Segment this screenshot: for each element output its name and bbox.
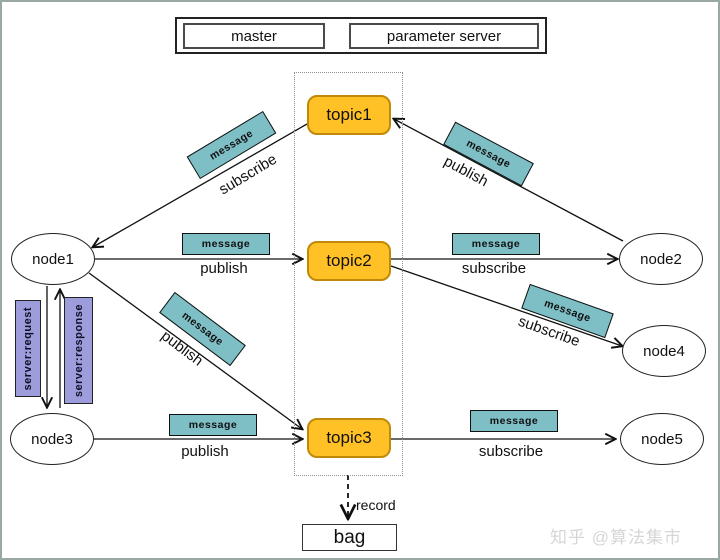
arrow-topic1-to-node1 [93,123,308,247]
topic3-box: topic3 [307,418,391,458]
message-label: message [489,415,539,427]
server-request-box: server:request [15,300,41,397]
message-box-node3-topic3: message [169,414,257,436]
node1-ellipse: node1 [11,233,95,285]
action-node3-topic3: publish [181,443,229,460]
server-response-label: server:response [72,303,85,398]
message-label: message [471,238,521,250]
arrow-node2-to-topic1 [394,119,624,242]
record-label: record [356,497,396,513]
message-box-node1-topic2: message [182,233,270,255]
watermark: 知乎 @算法集市 [550,528,682,547]
master-label: master [231,27,277,45]
message-box-topic2-node2: message [452,233,540,255]
message-label: message [188,419,238,431]
parameter-server-label: parameter server [386,27,502,45]
action-topic2-node2: subscribe [461,260,527,277]
action-node1-topic2: publish [200,260,248,277]
topic1-box: topic1 [307,95,391,135]
action-topic3-node5: subscribe [478,443,544,460]
message-box-topic3-node5: message [470,410,558,432]
arrow-node1-to-topic3 [88,272,302,429]
topic-column-outline [294,72,403,476]
arrow-topic2-to-node4 [390,265,622,346]
node2-ellipse: node2 [619,233,703,285]
server-request-label: server:request [22,306,34,391]
bag-box: bag [302,524,397,551]
topic3-label: topic3 [326,428,372,447]
node3-ellipse: node3 [10,413,94,465]
node2-label: node2 [640,250,682,268]
node5-label: node5 [641,430,683,448]
topic2-box: topic2 [307,241,391,281]
server-response-box: server:response [64,297,93,404]
topic1-label: topic1 [326,105,372,124]
node4-ellipse: node4 [622,325,706,377]
node3-label: node3 [31,430,73,448]
master-box: master [183,23,325,49]
node5-ellipse: node5 [620,413,704,465]
bag-label: bag [333,526,366,548]
message-label: message [201,238,251,250]
node1-label: node1 [32,250,74,268]
topic2-label: topic2 [326,251,372,270]
node4-label: node4 [643,342,685,360]
parameter-server-box: parameter server [349,23,539,49]
